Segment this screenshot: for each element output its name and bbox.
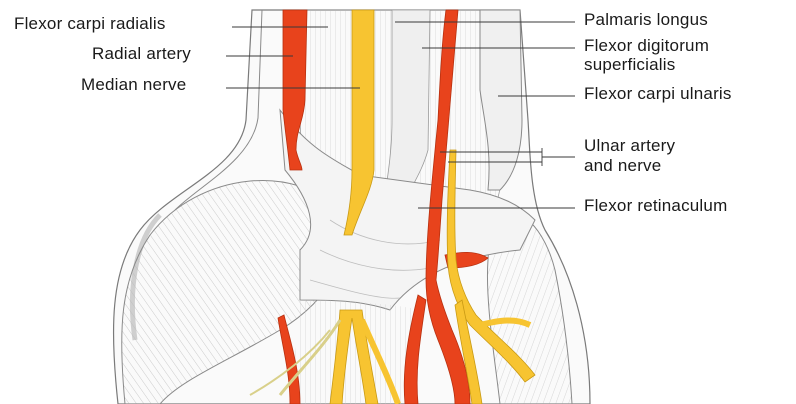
label-palmaris-longus: Palmaris longus — [584, 10, 708, 30]
label-and-nerve: and nerve — [584, 156, 661, 176]
label-superficialis: superficialis — [584, 55, 675, 75]
label-radial-artery: Radial artery — [92, 44, 191, 64]
label-flexor-carpi-radialis: Flexor carpi radialis — [14, 14, 166, 34]
label-ulnar-artery: Ulnar artery — [584, 136, 675, 156]
label-flexor-retinaculum: Flexor retinaculum — [584, 196, 727, 216]
label-flexor-carpi-ulnaris: Flexor carpi ulnaris — [584, 84, 732, 104]
label-flexor-digitorum: Flexor digitorum — [584, 36, 709, 56]
label-median-nerve: Median nerve — [81, 75, 186, 95]
